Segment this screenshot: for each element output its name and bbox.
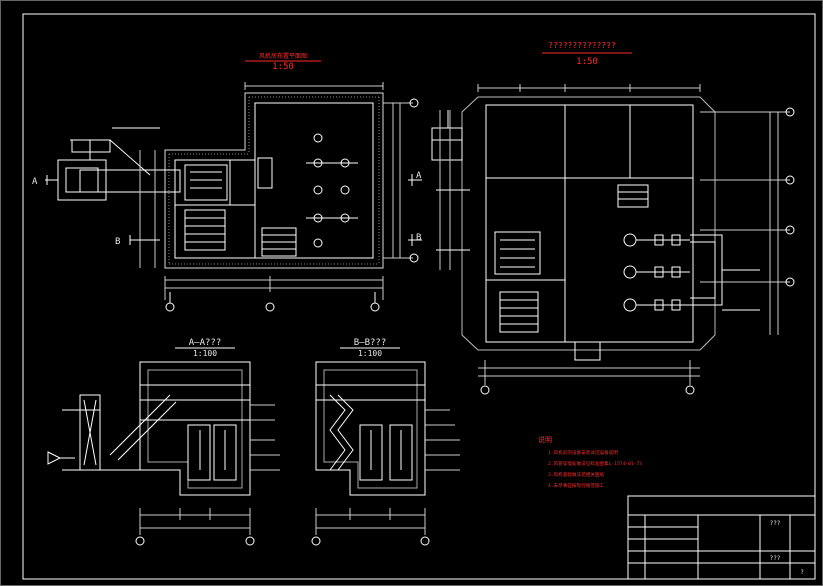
section-a-title: A—A???: [189, 338, 222, 348]
plan-right-title: ??????????????: [548, 41, 616, 50]
section-a-scale: 1:100: [193, 349, 217, 358]
sheet-inner-border: [22, 13, 816, 580]
plan-left: [45, 82, 422, 312]
title-block-date: ???: [770, 555, 781, 562]
title-block: [627, 495, 816, 580]
section-marker-a-right: A: [416, 171, 422, 181]
note-item-4: 4.未尽事宜按现行规范施工: [548, 482, 604, 489]
section-marker-b-left: B: [115, 237, 120, 247]
title-block-sheet: ?: [800, 569, 804, 576]
section-b-scale: 1:100: [358, 349, 382, 358]
section-a: [47, 361, 280, 546]
section-marker-b-right: B: [416, 233, 421, 243]
notes-heading: 说明: [538, 435, 552, 444]
plan-right-scale: 1:50: [576, 57, 598, 67]
section-b-title: B—B???: [354, 338, 387, 348]
plan-left-title: 风机房布置平面图: [259, 52, 307, 60]
note-item-2: 2.风管穿墙处做法见标准图集L-1574-01-73: [548, 460, 642, 467]
section-b: [311, 361, 460, 546]
title-block-drawing-no: ???: [770, 520, 781, 527]
plan-right: [431, 84, 795, 395]
section-marker-a-left: A: [32, 177, 38, 187]
note-item-1: 1.风机房内设备安装详见设备说明: [548, 449, 618, 456]
note-item-3: 3.风机基础做法见相关图纸: [548, 471, 604, 478]
plan-left-scale: 1:50: [272, 62, 294, 72]
